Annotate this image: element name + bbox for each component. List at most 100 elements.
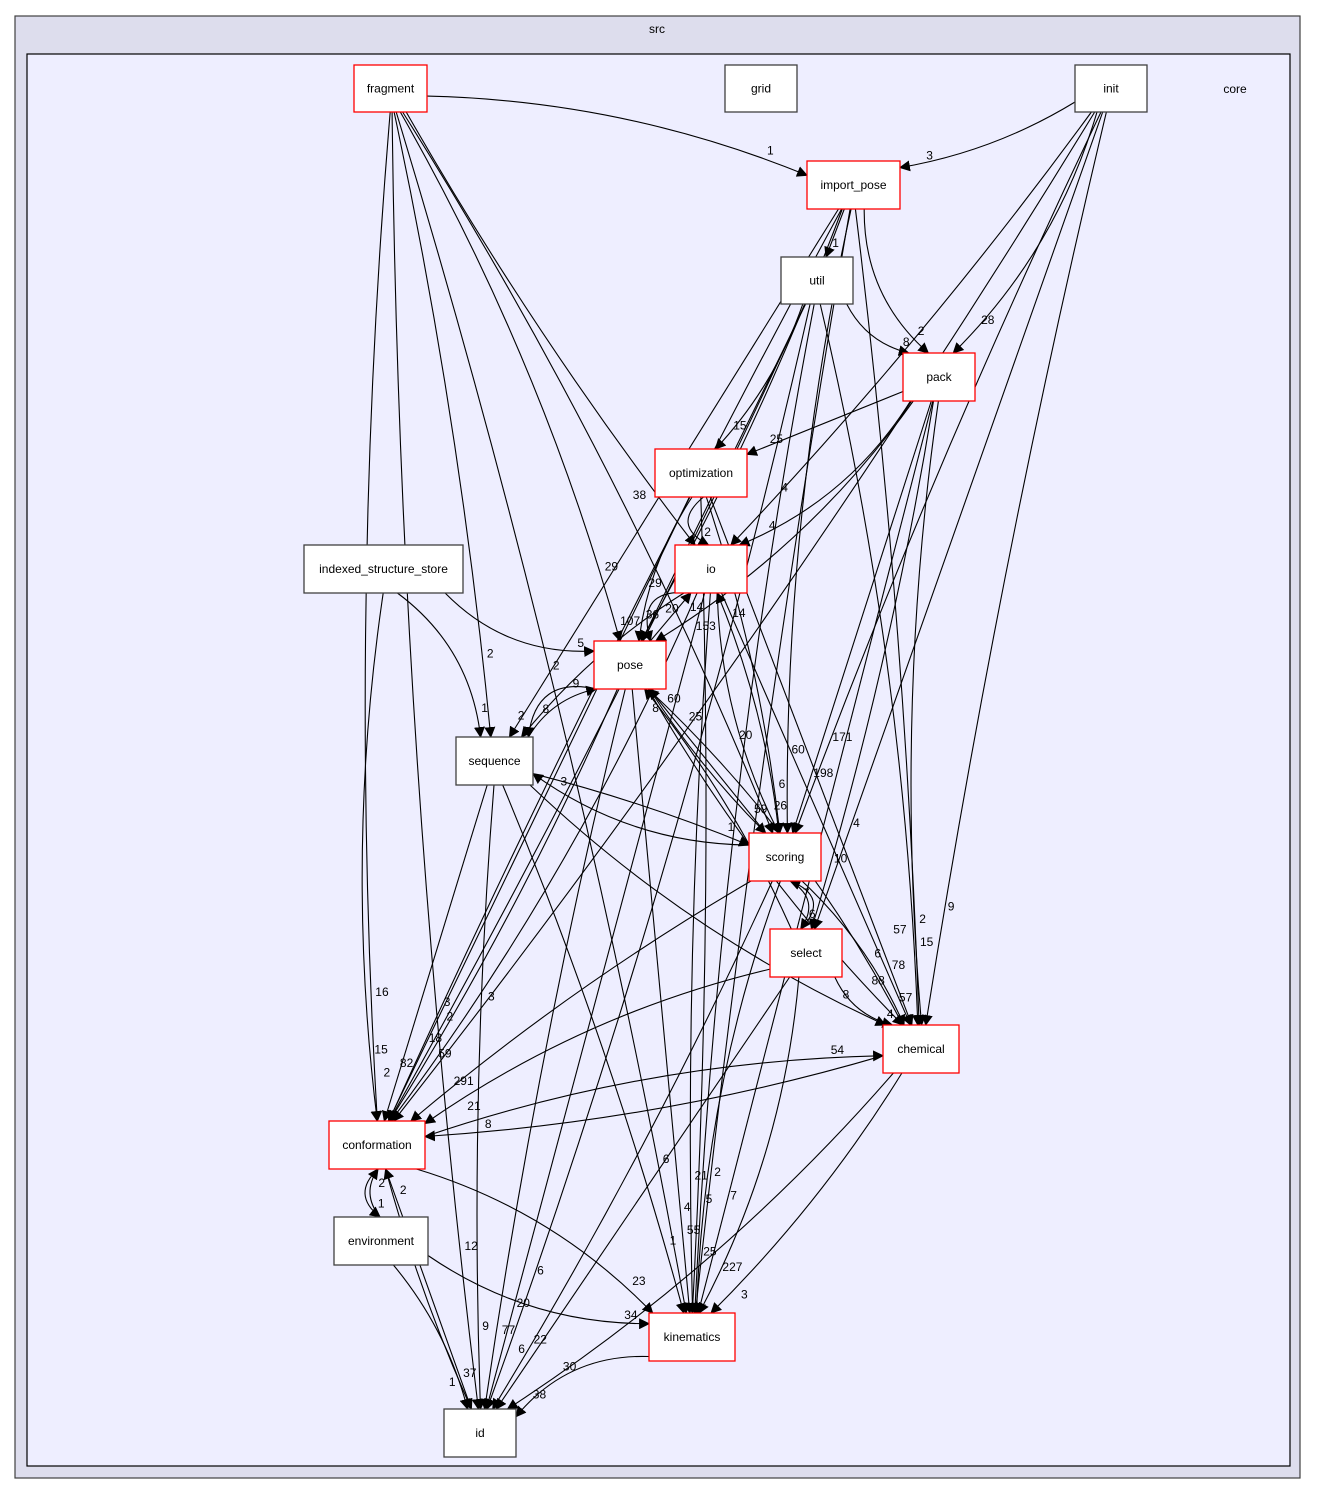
edge-label-pack-to-scoring[interactable]: 198 [813, 766, 833, 780]
edge-label-optimization-to-kinematics[interactable]: 4 [684, 1200, 691, 1214]
edge-label-chemical-to-id[interactable]: 30 [563, 1359, 577, 1373]
edge-label-util-to-conformation[interactable]: 2 [447, 1010, 454, 1024]
edge-label-init-to-conformation[interactable]: 3 [488, 989, 495, 1003]
node-pose[interactable]: pose [593, 640, 667, 690]
edge-label-import_pose-to-chemical[interactable]: 2 [919, 912, 926, 926]
node-kinematics-box[interactable] [648, 1312, 736, 1362]
node-scoring-box[interactable] [748, 832, 822, 882]
node-chemical[interactable]: chemical [882, 1024, 960, 1074]
node-id[interactable]: id [443, 1408, 517, 1458]
edge-label-io-to-conformation[interactable]: 59 [438, 1047, 452, 1061]
edge-label-scoring-to-sequence[interactable]: 3 [561, 775, 568, 789]
edge-label-optimization-to-pose[interactable]: 36 [646, 607, 660, 621]
node-optimization-box[interactable] [654, 448, 748, 498]
node-grid-box[interactable] [724, 64, 798, 113]
edge-label-pose-to-sequence[interactable]: 2 [518, 708, 525, 722]
edge-label-conformation-to-id[interactable]: 37 [463, 1366, 477, 1380]
edge-label-fragment-to-id[interactable]: 12 [465, 1239, 479, 1253]
edge-label-scoring-to-id[interactable]: 22 [534, 1332, 548, 1346]
edge-label-io-to-sequence[interactable]: 8 [543, 702, 550, 716]
edge-label-indexed_structure_store-to-pose[interactable]: 5 [577, 636, 584, 650]
node-pose-box[interactable] [593, 640, 667, 690]
node-conformation-box[interactable] [328, 1120, 426, 1170]
edge-label-select-to-id[interactable]: 6 [518, 1342, 525, 1356]
edge-label-fragment-to-io[interactable]: 38 [633, 488, 647, 502]
edge-label-util-to-pose[interactable]: 20 [665, 602, 679, 616]
edge-label-sequence-to-pose[interactable]: 9 [573, 677, 580, 691]
edge-label-sequence-to-id[interactable]: 9 [482, 1319, 489, 1333]
edge-label-pose-to-chemical[interactable]: 88 [872, 973, 886, 987]
edge-label-pack-to-select[interactable]: 10 [834, 852, 848, 866]
edge-label-sequence-to-conformation[interactable]: 2 [384, 1066, 391, 1080]
node-fragment[interactable]: fragment [353, 64, 428, 113]
edge-label-import_pose-to-pack[interactable]: 2 [918, 324, 925, 338]
node-io-box[interactable] [674, 544, 748, 594]
node-pack-box[interactable] [902, 352, 976, 402]
edge-label-select-to-conformation[interactable]: 21 [467, 1099, 481, 1113]
edge-label-optimization-to-scoring[interactable]: 6 [779, 777, 786, 791]
edge-label-scoring-to-kinematics[interactable]: 25 [703, 1245, 717, 1259]
edge-label-util-to-kinematics[interactable]: 5 [706, 1192, 713, 1206]
node-optimization[interactable]: optimization [654, 448, 748, 498]
edge-label-chemical-to-pose[interactable]: 25 [689, 710, 703, 724]
edge-label-io-to-scoring[interactable]: 26 [774, 799, 788, 813]
edge-label-pose-to-kinematics[interactable]: 55 [687, 1223, 701, 1237]
edge-label-select-to-kinematics[interactable]: 227 [722, 1260, 742, 1274]
edge-label-optimization-to-conformation[interactable]: 18 [429, 1031, 443, 1045]
edge-label-io-to-kinematics[interactable]: 21 [695, 1168, 709, 1182]
edge-label-import_pose-to-conformation[interactable]: 3 [444, 995, 451, 1009]
edge-label-optimization-to-chemical[interactable]: 6 [874, 947, 881, 961]
node-indexed_structure_store[interactable]: indexed_structure_store [303, 544, 464, 594]
node-init-box[interactable] [1074, 64, 1148, 113]
edge-label-sequence-to-chemical[interactable]: 8 [843, 988, 850, 1002]
edge-label-util-to-pack[interactable]: 8 [903, 335, 910, 349]
edge-label-init-to-select[interactable]: 4 [853, 816, 860, 830]
node-id-box[interactable] [443, 1408, 517, 1458]
edge-label-pose-to-id[interactable]: 77 [502, 1323, 516, 1337]
node-environment-box[interactable] [333, 1216, 429, 1266]
edge-label-optimization-to-io[interactable]: 2 [704, 525, 711, 539]
edge-label-scoring-to-pose[interactable]: 60 [667, 691, 681, 705]
edge-label-fragment-to-pose[interactable]: 29 [605, 560, 619, 574]
node-sequence[interactable]: sequence [455, 736, 534, 786]
edge-label-fragment-to-sequence[interactable]: 2 [487, 646, 494, 660]
edge-label-pack-to-optimization[interactable]: 25 [770, 432, 784, 446]
edge-label-scoring-to-io[interactable]: 14 [732, 606, 746, 620]
edge-label-sequence-to-scoring[interactable]: 1 [728, 820, 735, 834]
edge-label-chemical-to-kinematics[interactable]: 3 [741, 1288, 748, 1302]
node-chemical-box[interactable] [882, 1024, 960, 1074]
node-kinematics[interactable]: kinematics [648, 1312, 736, 1362]
edge-label-fragment-to-import_pose[interactable]: 1 [767, 143, 774, 157]
edge-label-init-to-import_pose[interactable]: 3 [926, 148, 933, 162]
edge-label-init-to-pack[interactable]: 28 [981, 313, 995, 327]
edge-label-pose-to-scoring[interactable]: 59 [754, 802, 768, 816]
edge-label-scoring-to-conformation[interactable]: 291 [454, 1074, 474, 1088]
node-util[interactable]: util [780, 256, 854, 305]
node-grid[interactable]: grid [724, 64, 798, 113]
node-scoring[interactable]: scoring [748, 832, 822, 882]
node-util-box[interactable] [780, 256, 854, 305]
edge-label-select-to-chemical[interactable]: 4 [887, 1007, 894, 1021]
edge-label-init-to-chemical[interactable]: 9 [948, 900, 955, 914]
edge-label-pack-to-pose[interactable]: 153 [696, 619, 716, 633]
edge-label-indexed_structure_store-to-conformation[interactable]: 15 [374, 1043, 388, 1057]
edge-label-pose-to-conformation[interactable]: 82 [400, 1056, 414, 1070]
edge-label-conformation-to-kinematics[interactable]: 23 [632, 1274, 646, 1288]
edge-label-sequence-to-kinematics[interactable]: 1 [670, 1233, 677, 1247]
edge-label-import_pose-to-scoring[interactable]: 60 [792, 742, 806, 756]
edge-label-select-to-pose[interactable]: 8 [652, 701, 659, 715]
edge-label-import_pose-to-sequence[interactable]: 2 [553, 659, 560, 673]
edge-label-fragment-to-conformation[interactable]: 16 [375, 985, 389, 999]
edge-label-environment-to-id[interactable]: 1 [449, 1375, 456, 1389]
edge-label-select-to-scoring[interactable]: 7 [803, 886, 810, 900]
edge-label-io-to-chemical[interactable]: 78 [892, 958, 906, 972]
edge-label-pack-to-chemical[interactable]: 15 [920, 935, 934, 949]
node-select[interactable]: select [769, 928, 843, 978]
node-pack[interactable]: pack [902, 352, 976, 402]
edge-label-util-to-optimization[interactable]: 15 [733, 419, 747, 433]
node-import_pose[interactable]: import_pose [806, 160, 901, 210]
edge-label-fragment-to-kinematics[interactable]: 6 [663, 1152, 670, 1166]
edge-label-import_pose-to-kinematics[interactable]: 2 [714, 1165, 721, 1179]
edge-label-io-to-pose[interactable]: 107 [620, 614, 640, 628]
node-init[interactable]: init [1074, 64, 1148, 113]
